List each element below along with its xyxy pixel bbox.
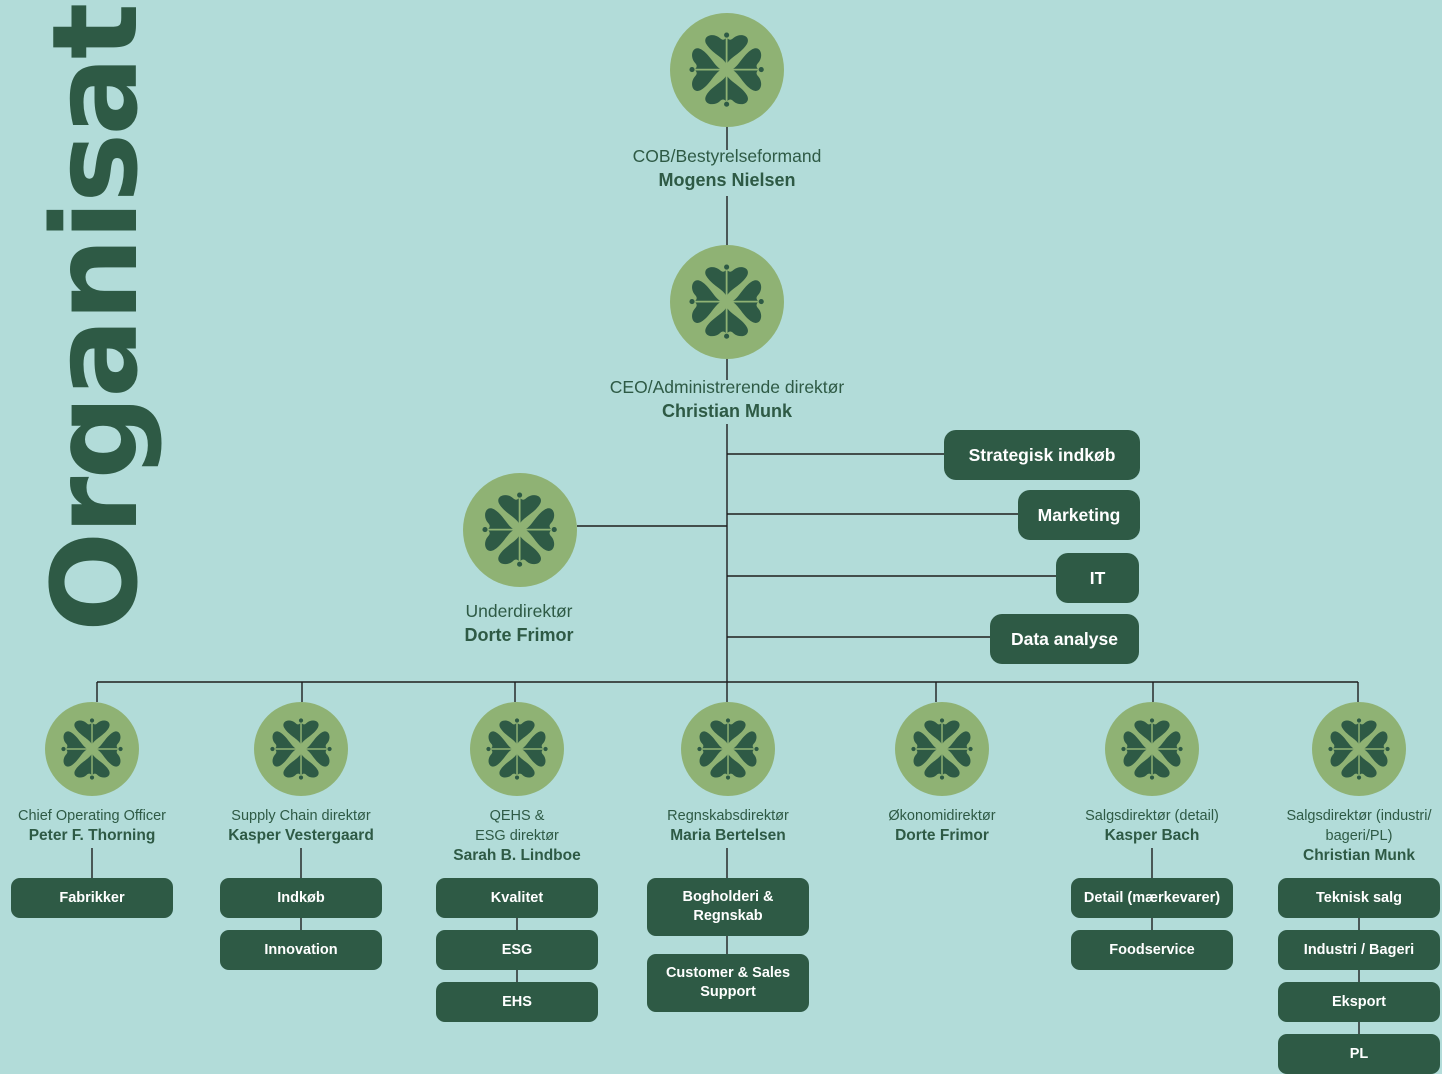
- person-name: Christian Munk: [661, 401, 792, 421]
- unit-box[interactable]: ESG: [436, 930, 598, 970]
- person-name: Christian Munk: [1303, 847, 1415, 864]
- unit-box[interactable]: Detail (mærkevarer): [1071, 878, 1233, 918]
- unit-box[interactable]: Indkøb: [220, 878, 382, 918]
- director-label: Salgsdirektør (detail) Kasper Bach: [1032, 806, 1272, 846]
- director-label: Salgsdirektør (industri/bageri/PL) Christ…: [1239, 806, 1442, 866]
- chair-node: [670, 13, 784, 127]
- unit-box[interactable]: Eksport: [1278, 982, 1440, 1022]
- four-leaf-clover-icon: [61, 718, 123, 780]
- ceo-node: [670, 245, 784, 359]
- unit-box[interactable]: IT: [1056, 553, 1139, 603]
- person-name: Kasper Vestergaard: [228, 827, 374, 844]
- four-leaf-clover-icon: [482, 492, 558, 568]
- unit-box[interactable]: Teknisk salg: [1278, 878, 1440, 918]
- person-name: Maria Bertelsen: [670, 827, 786, 844]
- four-leaf-clover-icon: [1121, 718, 1183, 780]
- person-name: Kasper Bach: [1104, 827, 1200, 844]
- unit-box[interactable]: Fabrikker: [11, 878, 173, 918]
- four-leaf-clover-icon: [1328, 718, 1390, 780]
- director-node: [470, 702, 564, 796]
- unit-box[interactable]: Strategisk indkøb: [944, 430, 1140, 480]
- four-leaf-clover-icon: [270, 718, 332, 780]
- unit-box[interactable]: Data analyse: [990, 614, 1139, 664]
- unit-box[interactable]: Kvalitet: [436, 878, 598, 918]
- person-name: Sarah B. Lindboe: [453, 847, 581, 864]
- director-node: [681, 702, 775, 796]
- unit-box[interactable]: PL: [1278, 1034, 1440, 1074]
- role-title: COB/Bestyrelseformand: [632, 146, 822, 166]
- unit-box[interactable]: Industri / Bageri: [1278, 930, 1440, 970]
- role-title: Salgsdirektør (detail): [1085, 808, 1219, 824]
- four-leaf-clover-icon: [697, 718, 759, 780]
- four-leaf-clover-icon: [689, 264, 765, 340]
- four-leaf-clover-icon: [911, 718, 973, 780]
- person-name: Peter F. Thorning: [28, 827, 156, 844]
- role-title: Økonomidirektør: [888, 808, 996, 824]
- role-title: CEO/Administrerende direktør: [609, 377, 845, 397]
- person-name: Dorte Frimor: [464, 625, 574, 645]
- unit-box[interactable]: Foodservice: [1071, 930, 1233, 970]
- person-name: Mogens Nielsen: [658, 170, 796, 190]
- four-leaf-clover-icon: [689, 32, 765, 108]
- director-node: [895, 702, 989, 796]
- role-title: Underdirektør: [465, 601, 573, 621]
- unit-box[interactable]: EHS: [436, 982, 598, 1022]
- director-node: [254, 702, 348, 796]
- unit-box[interactable]: Marketing: [1018, 490, 1140, 540]
- deputy-node: [463, 473, 577, 587]
- director-node: [45, 702, 139, 796]
- director-node: [1312, 702, 1406, 796]
- role-title: Supply Chain direktør: [231, 808, 371, 824]
- person-name: Dorte Frimor: [895, 827, 989, 844]
- role-title: QEHS &ESG direktør: [475, 808, 559, 844]
- four-leaf-clover-icon: [486, 718, 548, 780]
- role-title: Salgsdirektør (industri/bageri/PL): [1286, 808, 1432, 844]
- page-title: Organisation: [26, 0, 164, 632]
- director-node: [1105, 702, 1199, 796]
- unit-box[interactable]: Innovation: [220, 930, 382, 970]
- role-title: Chief Operating Officer: [17, 808, 167, 824]
- role-title: Regnskabsdirektør: [667, 808, 789, 824]
- unit-box[interactable]: Bogholderi &Regnskab: [647, 878, 809, 936]
